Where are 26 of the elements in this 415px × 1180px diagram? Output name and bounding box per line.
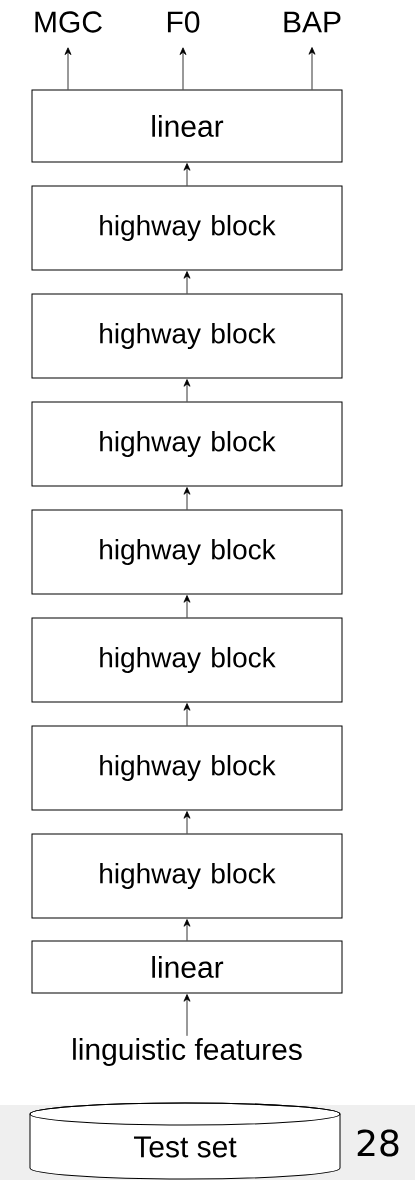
layer-box: highway block — [31, 401, 343, 487]
layer-box: highway block — [31, 617, 343, 703]
output-label: MGC — [35, 11, 102, 33]
layer-box: highway block — [31, 725, 343, 811]
layer-box: highway block — [31, 293, 343, 379]
database-cylinder: Test set — [29, 1102, 341, 1180]
layer-box: highway block — [31, 509, 343, 595]
arrow — [183, 487, 191, 510]
arrow — [183, 379, 191, 402]
arrow — [183, 595, 191, 618]
arrow — [183, 703, 191, 726]
layer-box: linear — [31, 89, 343, 163]
layer-box: highway block — [31, 185, 343, 271]
output-label: BAP — [284, 11, 341, 33]
layer-box: linear — [31, 940, 343, 994]
arrow — [179, 47, 187, 90]
input-label: linguistic features — [73, 1038, 302, 1066]
layer-box: highway block — [31, 833, 343, 919]
arrow — [183, 811, 191, 834]
arrow — [183, 271, 191, 294]
arrow — [183, 163, 191, 186]
arrow — [308, 47, 316, 90]
arrow — [183, 919, 191, 941]
output-label: F0 — [167, 11, 200, 33]
arrow — [183, 994, 191, 1037]
arrow — [64, 47, 72, 90]
